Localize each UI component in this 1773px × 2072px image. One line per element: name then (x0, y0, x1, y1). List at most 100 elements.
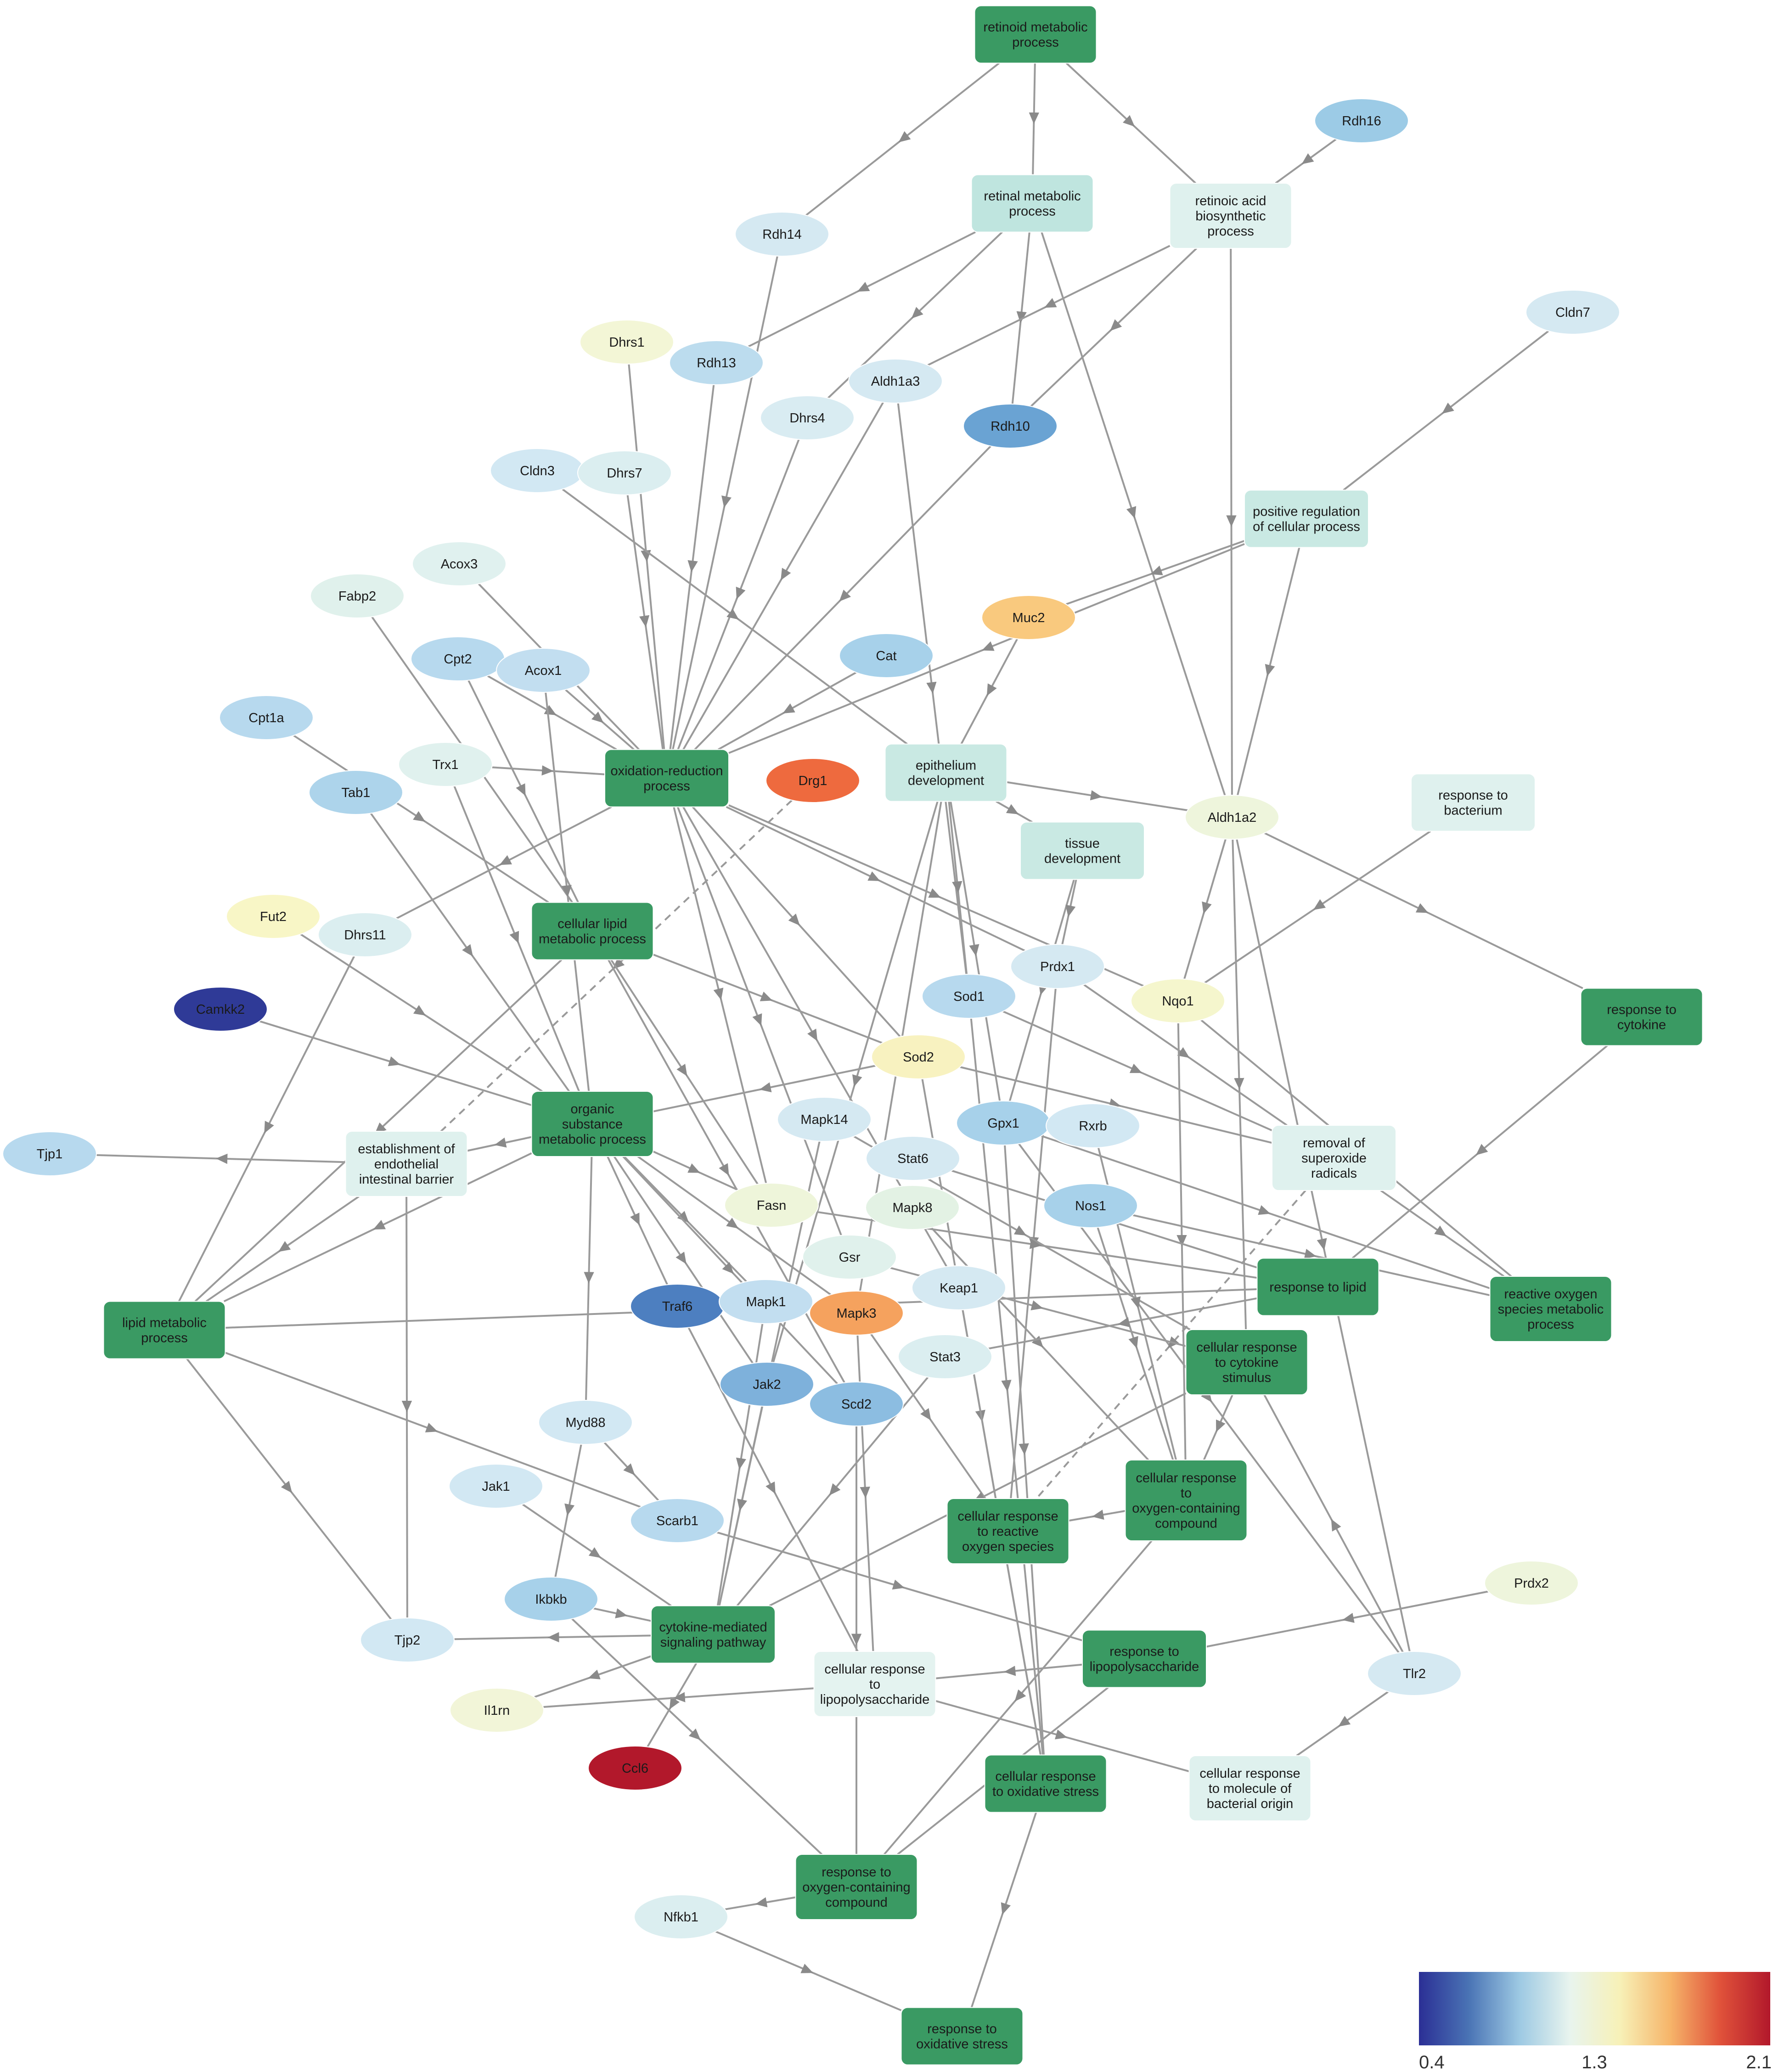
gene-node-dhrs1[interactable]: Dhrs1 (580, 320, 674, 365)
gene-node-gsr[interactable]: Gsr (802, 1235, 897, 1280)
gene-node-muc2[interactable]: Muc2 (981, 595, 1076, 640)
gene-node-nos1[interactable]: Nos1 (1043, 1183, 1138, 1228)
node-label: Tab1 (342, 786, 371, 800)
gene-node-scarb1[interactable]: Scarb1 (630, 1498, 725, 1543)
gene-node-dhrs7[interactable]: Dhrs7 (577, 450, 672, 495)
gene-node-acox3[interactable]: Acox3 (412, 541, 507, 586)
gene-node-tjp1[interactable]: Tjp1 (2, 1131, 97, 1176)
gene-node-cat[interactable]: Cat (839, 633, 934, 678)
gene-node-stat6[interactable]: Stat6 (866, 1136, 960, 1181)
gene-node-il1rn[interactable]: Il1rn (450, 1688, 544, 1733)
gene-node-rdh10[interactable]: Rdh10 (963, 404, 1058, 449)
gene-node-nfkb1[interactable]: Nfkb1 (634, 1894, 728, 1939)
node-shape (226, 894, 321, 939)
gene-node-stat3[interactable]: Stat3 (898, 1334, 992, 1379)
gene-node-aldh1a2[interactable]: Aldh1a2 (1185, 795, 1279, 840)
gene-node-camkk2[interactable]: Camkk2 (173, 987, 268, 1032)
gene-node-ccl6[interactable]: Ccl6 (588, 1746, 682, 1791)
node-shape (871, 1034, 966, 1079)
node-label: Il1rn (484, 1703, 510, 1718)
edge-n13-n23 (626, 494, 664, 750)
gene-node-scd2[interactable]: Scd2 (809, 1381, 904, 1426)
gene-node-tlr2[interactable]: Tlr2 (1367, 1651, 1462, 1696)
gene-node-fut2[interactable]: Fut2 (226, 894, 321, 939)
gene-node-prdx2[interactable]: Prdx2 (1484, 1561, 1579, 1606)
gene-node-mapk1[interactable]: Mapk1 (719, 1279, 813, 1324)
gene-node-trx1[interactable]: Trx1 (398, 742, 493, 787)
gene-node-traf6[interactable]: Traf6 (630, 1284, 725, 1329)
gene-node-fabp2[interactable]: Fabp2 (310, 573, 405, 618)
gene-node-prdx1[interactable]: Prdx1 (1010, 944, 1105, 989)
gene-node-mapk3[interactable]: Mapk3 (809, 1291, 904, 1336)
gene-node-rdh14[interactable]: Rdh14 (735, 212, 829, 257)
gene-node-fasn[interactable]: Fasn (724, 1183, 819, 1228)
gene-node-keap1[interactable]: Keap1 (912, 1265, 1006, 1310)
gene-node-cpt2[interactable]: Cpt2 (411, 636, 505, 681)
gene-node-gpx1[interactable]: Gpx1 (956, 1101, 1051, 1145)
gene-node-mapk14[interactable]: Mapk14 (777, 1097, 872, 1142)
gene-node-dhrs4[interactable]: Dhrs4 (760, 395, 855, 440)
gene-node-rdh16[interactable]: Rdh16 (1314, 98, 1409, 143)
gene-node-nqo1[interactable]: Nqo1 (1131, 978, 1225, 1023)
gene-node-myd88[interactable]: Myd88 (538, 1400, 633, 1445)
gene-node-cldn7[interactable]: Cldn7 (1525, 290, 1620, 335)
node-shape (450, 1688, 544, 1733)
node-label: Mapk14 (800, 1112, 848, 1127)
gene-node-sod2[interactable]: Sod2 (871, 1034, 966, 1079)
gene-node-tjp2[interactable]: Tjp2 (360, 1617, 455, 1662)
edge-n30-n39 (300, 933, 543, 1092)
gene-node-jak2[interactable]: Jak2 (720, 1362, 814, 1407)
node-label: Prdx2 (1514, 1576, 1549, 1591)
gene-node-rxrb[interactable]: Rxrb (1046, 1103, 1140, 1148)
gene-node-mapk8[interactable]: Mapk8 (865, 1185, 960, 1230)
gene-node-drg1[interactable]: Drg1 (765, 758, 860, 803)
edge-n58-n63 (1203, 1394, 1233, 1460)
process-node-response-to-lipid[interactable]: response to lipid (1256, 1258, 1379, 1316)
edge-n26-n73 (1236, 839, 1411, 1652)
gene-node-jak1[interactable]: Jak1 (449, 1464, 543, 1509)
gene-node-rdh13[interactable]: Rdh13 (669, 340, 764, 385)
gene-node-acox1[interactable]: Acox1 (496, 648, 591, 693)
node-shape (848, 359, 943, 404)
gene-node-ikbkb[interactable]: Ikbkb (504, 1577, 598, 1622)
gene-node-dhrs11[interactable]: Dhrs11 (318, 912, 412, 957)
gene-node-cpt1a[interactable]: Cpt1a (219, 695, 314, 740)
gene-node-sod1[interactable]: Sod1 (922, 974, 1016, 1019)
gene-node-tab1[interactable]: Tab1 (309, 770, 403, 815)
edge-n2-n26 (1041, 231, 1226, 796)
edge-n2-n11 (1011, 232, 1030, 404)
node-label: Dhrs11 (344, 928, 386, 943)
gene-node-cldn3[interactable]: Cldn3 (490, 448, 585, 493)
gene-node-aldh1a3[interactable]: Aldh1a3 (848, 359, 943, 404)
